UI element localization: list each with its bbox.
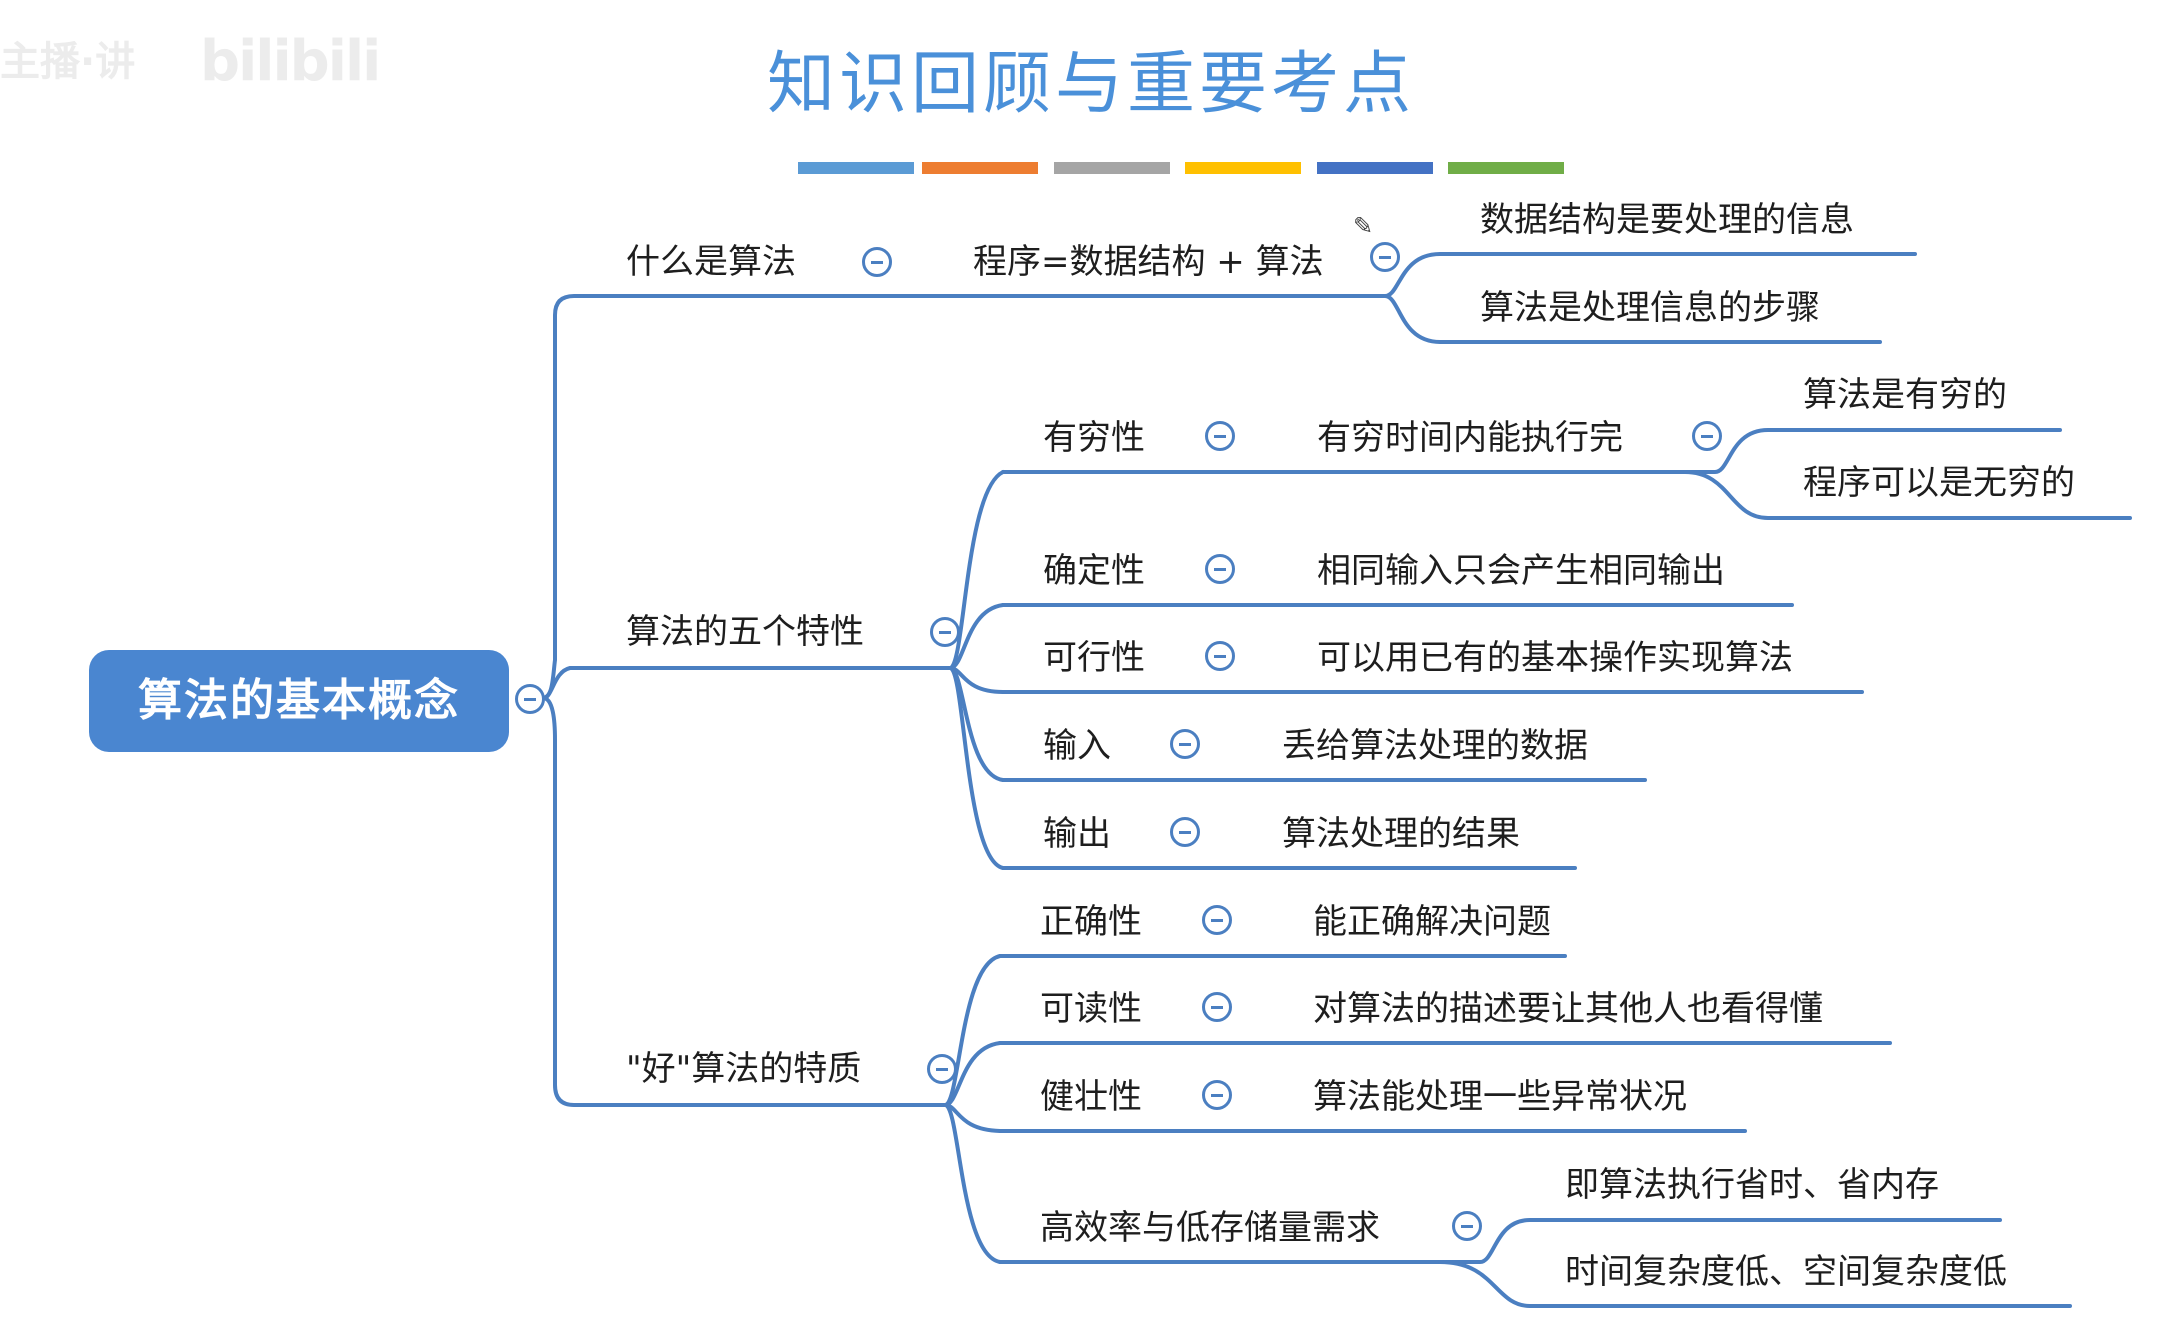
node-program-infinite[interactable]: 程序可以是无穷的 [1803, 463, 2075, 503]
node-low-complexity[interactable]: 时间复杂度低、空间复杂度低 [1565, 1252, 2007, 1292]
stripe-3 [1054, 162, 1170, 174]
node-formula[interactable]: 程序=数据结构 + 算法 [973, 242, 1324, 282]
good-collapse-icon[interactable] [927, 1054, 957, 1084]
output-collapse-icon[interactable] [1170, 817, 1200, 847]
node-good-algorithm[interactable]: "好"算法的特质 [626, 1049, 862, 1089]
node-algorithm-steps[interactable]: 算法是处理信息的步骤 [1480, 288, 1820, 328]
stripe-1 [798, 162, 914, 174]
node-algorithm-finite[interactable]: 算法是有穷的 [1803, 375, 2007, 415]
node-output[interactable]: 输出 [1043, 814, 1111, 854]
efficiency-collapse-icon[interactable] [1452, 1211, 1482, 1241]
page-title: 知识回顾与重要考点 [766, 45, 1415, 124]
node-determinism[interactable]: 确定性 [1043, 551, 1145, 591]
node-input[interactable]: 输入 [1043, 726, 1111, 766]
stripe-6 [1448, 162, 1564, 174]
node-correctness[interactable]: 正确性 [1040, 902, 1142, 942]
watermark-brand: bilibili [200, 29, 381, 94]
root-collapse-icon[interactable] [515, 684, 545, 714]
determinism-collapse-icon[interactable] [1205, 554, 1235, 584]
pen-cursor-icon: ✎ [1353, 212, 1374, 240]
node-feasibility-desc[interactable]: 可以用已有的基本操作实现算法 [1317, 638, 1793, 678]
stripe-5 [1317, 162, 1433, 174]
node-time-memory-saving[interactable]: 即算法执行省时、省内存 [1565, 1165, 1939, 1205]
node-robustness[interactable]: 健壮性 [1040, 1077, 1142, 1117]
node-robustness-desc[interactable]: 算法能处理一些异常状况 [1313, 1077, 1687, 1117]
bilibili-watermark: 主播·讲 bilibili [0, 22, 400, 102]
node-five-properties[interactable]: 算法的五个特性 [626, 612, 864, 652]
node-determinism-desc[interactable]: 相同输入只会产生相同输出 [1317, 551, 1725, 591]
node-input-desc[interactable]: 丢给算法处理的数据 [1282, 726, 1588, 766]
node-output-desc[interactable]: 算法处理的结果 [1282, 814, 1520, 854]
feasibility-collapse-icon[interactable] [1205, 641, 1235, 671]
input-collapse-icon[interactable] [1170, 729, 1200, 759]
node-correctness-desc[interactable]: 能正确解决问题 [1313, 902, 1551, 942]
node-readability-desc[interactable]: 对算法的描述要让其他人也看得懂 [1313, 989, 1823, 1029]
node-finiteness[interactable]: 有穷性 [1043, 418, 1145, 458]
finiteness-desc-collapse-icon[interactable] [1692, 421, 1722, 451]
root-node[interactable]: 算法的基本概念 [89, 650, 509, 752]
watermark-text: 主播·讲 [0, 39, 136, 85]
what-collapse-icon[interactable] [862, 247, 892, 277]
node-data-structure-info[interactable]: 数据结构是要处理的信息 [1480, 200, 1854, 240]
finiteness-collapse-icon[interactable] [1205, 421, 1235, 451]
robustness-collapse-icon[interactable] [1202, 1080, 1232, 1110]
stripe-4 [1185, 162, 1301, 174]
formula-collapse-icon[interactable] [1370, 242, 1400, 272]
node-what-is-algorithm[interactable]: 什么是算法 [626, 242, 796, 282]
five-collapse-icon[interactable] [930, 617, 960, 647]
node-efficiency[interactable]: 高效率与低存储量需求 [1040, 1208, 1380, 1248]
node-feasibility[interactable]: 可行性 [1043, 638, 1145, 678]
readability-collapse-icon[interactable] [1202, 992, 1232, 1022]
node-readability[interactable]: 可读性 [1040, 989, 1142, 1029]
stripe-2 [922, 162, 1038, 174]
node-finiteness-desc[interactable]: 有穷时间内能执行完 [1317, 418, 1623, 458]
correctness-collapse-icon[interactable] [1202, 905, 1232, 935]
